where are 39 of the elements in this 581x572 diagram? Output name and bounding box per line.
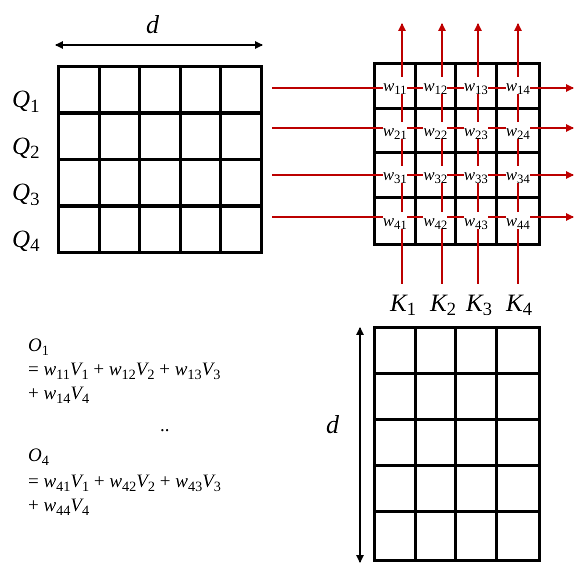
equation-line: = w$_{41}$V$_{1}$ + w$_{42}$V$_{2}$ + w$_{43}$V$_{3}$ (28, 471, 221, 492)
weight-entry: w$_{22}$ (423, 122, 448, 139)
weight-entry: w$_{13}$ (464, 77, 488, 94)
weight-entry: w$_{11}$ (382, 77, 407, 94)
equation-line: O$_{1}$ (28, 335, 49, 356)
column-label: K$_{1}$ (390, 290, 416, 316)
column-label: K$_{2}$ (430, 290, 456, 316)
weight-entry: w$_{23}$ (464, 122, 488, 139)
row-label: Q$_{1}$ (12, 86, 40, 113)
matrix-row (57, 65, 263, 114)
dimension-label: d (326, 410, 339, 439)
weight-entry: w$_{43}$ (464, 212, 488, 230)
row-label: Q$_{3}$ (12, 179, 40, 206)
weight-entry: w$_{34}$ (506, 166, 530, 184)
row-label: Q$_{4}$ (12, 226, 40, 252)
equation-line: .. (160, 415, 170, 436)
matrix-row (57, 112, 263, 160)
equation-line: + w$_{44}$V$_{4}$ (28, 495, 90, 516)
weight-entry: w$_{41}$ (382, 212, 407, 230)
weight-entry: w$_{12}$ (423, 77, 448, 94)
weight-entry: w$_{42}$ (423, 212, 448, 230)
column-label: K$_{3}$ (466, 290, 492, 316)
equation-line: + w$_{14}$V$_{4}$ (28, 383, 90, 404)
column-label: K$_{4}$ (506, 290, 532, 316)
row-label: Q$_{2}$ (12, 132, 40, 160)
weight-entry: w$_{24}$ (506, 122, 530, 139)
weight-entry: w$_{14}$ (506, 77, 530, 94)
matrix-row (57, 158, 263, 207)
weight-entry: w$_{32}$ (423, 166, 448, 184)
weight-entry: w$_{21}$ (382, 122, 407, 139)
weight-entry: w$_{33}$ (464, 166, 488, 184)
value-matrix (373, 326, 541, 562)
equation-line: = w$_{11}$V$_{1}$ + w$_{12}$V$_{2}$ + w$_{13}$V$_{3}$ (28, 359, 220, 380)
weight-matrix (373, 62, 541, 246)
weight-entry: w$_{44}$ (506, 212, 530, 230)
equation-line: O$_{4}$ (28, 445, 49, 466)
dimension-label: d (146, 10, 159, 39)
weight-entry: w$_{31}$ (382, 166, 407, 184)
matrix-row (57, 204, 263, 254)
